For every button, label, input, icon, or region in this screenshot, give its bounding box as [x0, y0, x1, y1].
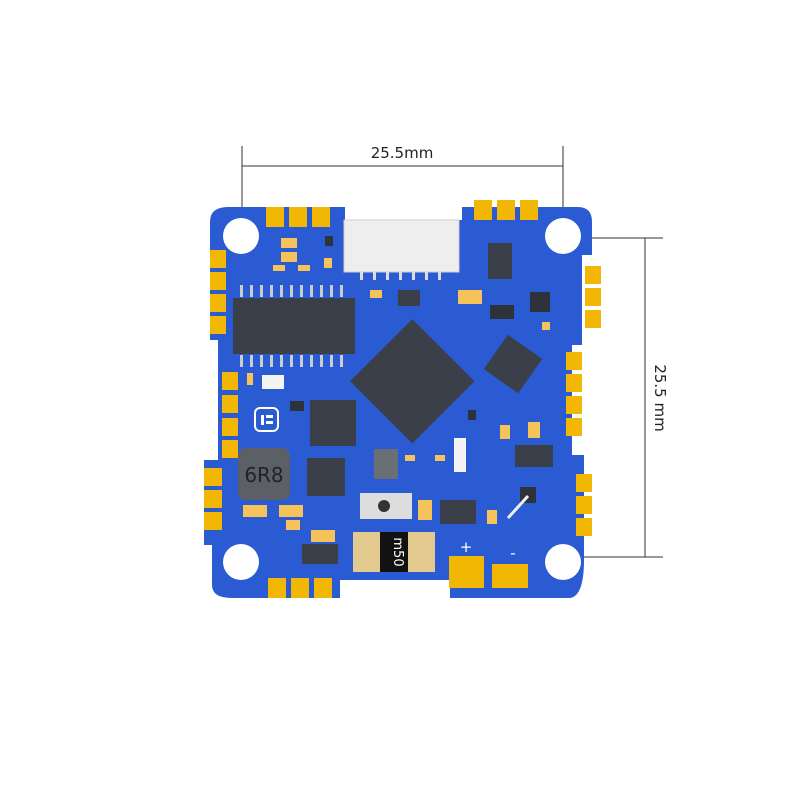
plus-label: +: [460, 538, 473, 556]
regulator-chip: [307, 458, 345, 496]
width-label: 25.5mm: [371, 144, 434, 162]
brand-logo: [254, 407, 279, 432]
edge-pads: [204, 200, 601, 598]
svg-text:6R8: 6R8: [244, 463, 283, 487]
osd-chip: [310, 400, 356, 446]
height-dimension: 25.5 mm: [563, 237, 669, 558]
height-label: 25.5 mm: [651, 364, 669, 431]
jst-connector: [343, 219, 460, 273]
baro-chip: [374, 449, 398, 479]
pcb-board: 6R8 m50: [204, 200, 601, 598]
inductor: 6R8: [238, 448, 290, 500]
shunt-resistor: m50: [353, 532, 435, 572]
svg-text:m50: m50: [390, 537, 405, 566]
mounting-holes: [223, 218, 581, 580]
driver-ic: [233, 298, 355, 354]
mcu-chip: [350, 319, 475, 444]
minus-label: -: [510, 544, 515, 562]
gyro-chip: [483, 334, 543, 394]
